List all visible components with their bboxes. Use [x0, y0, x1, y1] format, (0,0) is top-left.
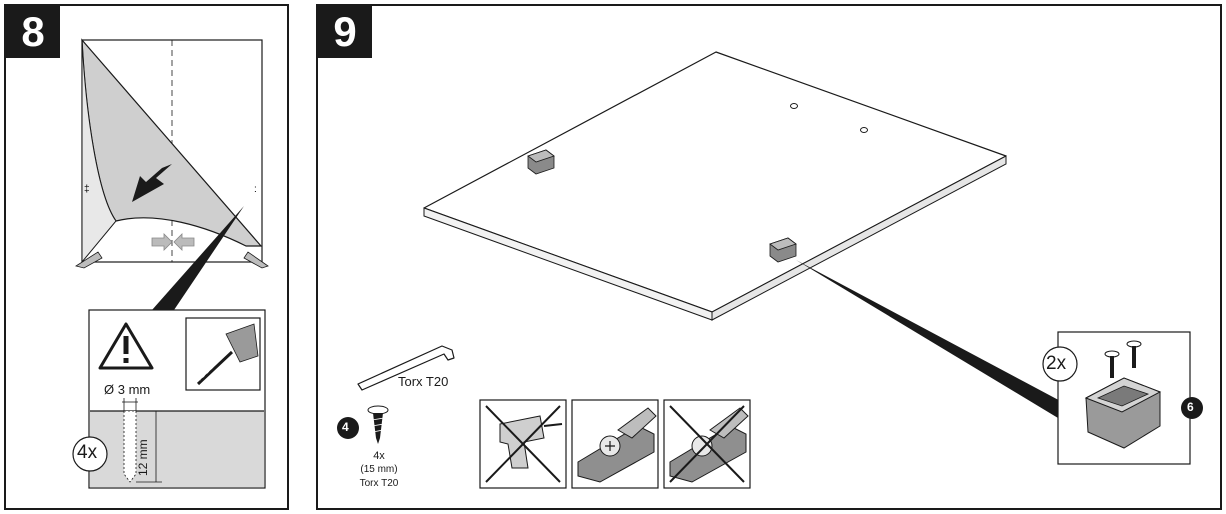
drill-diameter-label: Ø 3 mm [104, 382, 151, 397]
detail-quantity-label: 2x [1046, 353, 1067, 374]
step-number-9: 9 [318, 6, 372, 58]
drilled-hole [123, 410, 137, 483]
screw-badge-number: 4 [342, 420, 349, 434]
correct-screw-box [571, 399, 659, 489]
drill-quantity-label: 4x [77, 442, 98, 463]
foot-right [243, 251, 269, 269]
sheet-left-fold [81, 39, 117, 264]
overtightened-screw-box [663, 399, 751, 489]
hole-marker-right: : [254, 184, 257, 195]
center-arrow-right-icon [173, 233, 195, 251]
glide-foot-left [527, 149, 555, 175]
torx-key-label: Torx T20 [398, 374, 449, 389]
glide-foot-right [769, 237, 797, 263]
board-edge-right [711, 155, 1007, 321]
drill-bit-icon [196, 350, 234, 386]
screw-length-label: (15 mm) [360, 464, 398, 475]
step-9-panel: 9 [316, 4, 1222, 510]
part-badge-circle [1181, 397, 1203, 419]
zoom-callout-wedge [152, 206, 244, 310]
center-arrow-left-icon [151, 233, 173, 251]
detail-screw-2 [1126, 340, 1142, 368]
foot-left [74, 251, 103, 269]
drill-chuck-icon [225, 323, 259, 363]
step-8-panel: 8 ‡ : [4, 4, 289, 510]
screw-bit-label: Torx T20 [359, 478, 399, 489]
screw-icon [367, 405, 389, 444]
part-badge-number: 6 [1187, 400, 1194, 414]
step-number-8: 8 [6, 6, 60, 58]
no-power-drill-box [479, 399, 567, 489]
step-8-illustration: ‡ : [72, 38, 269, 489]
torx-key-icon [357, 345, 455, 391]
screw-quantity-label: 4x [373, 450, 385, 462]
wood-cross-section [90, 411, 264, 487]
board-hole-2 [860, 127, 868, 133]
screw-badge-circle [337, 417, 359, 439]
quantity-circle [72, 436, 108, 472]
detail-screw-1 [1104, 350, 1120, 378]
hole-marker-left: ‡ [84, 184, 90, 195]
direction-arrow-icon [132, 164, 172, 202]
board-hole-1 [790, 103, 798, 109]
zoom-callout-wedge [796, 260, 1066, 418]
drill-depth-label: 12 mm [136, 439, 150, 476]
board-top-surface [423, 51, 1007, 313]
step-9-illustration [337, 51, 1203, 489]
detail-quantity-circle [1042, 346, 1078, 382]
